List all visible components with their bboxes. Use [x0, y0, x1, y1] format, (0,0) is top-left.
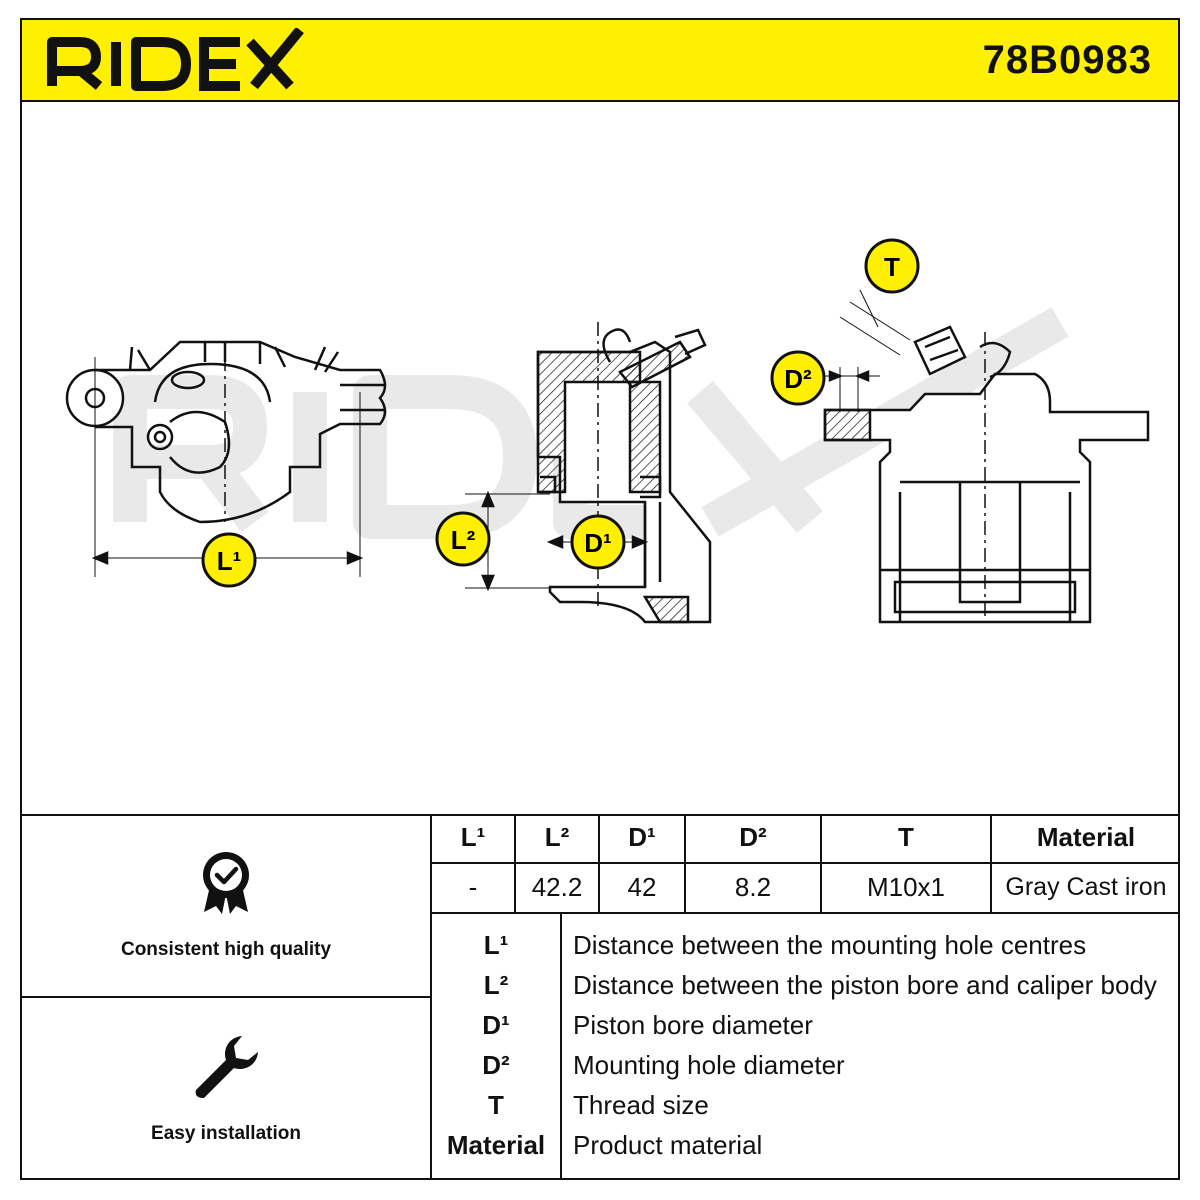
spec-bottom-divider	[430, 912, 1180, 914]
legend-key-t: T	[488, 1090, 504, 1120]
legend-desc-l1: Distance between the mounting hole centr…	[573, 930, 1087, 960]
feature-quality-label: Consistent high quality	[120, 939, 332, 960]
svg-text:D²: D²	[784, 364, 812, 394]
spec-header-d2: D²	[739, 822, 767, 852]
spec-value-l2: 42.2	[531, 872, 583, 902]
spec-header-l1: L¹	[460, 822, 486, 852]
spec-header-d1: D¹	[628, 822, 656, 852]
legend-key-material: Material	[446, 1130, 546, 1160]
legend-desc-t: Thread size	[573, 1090, 709, 1120]
header-bar: 78B0983	[20, 18, 1180, 102]
spec-value-d2: 8.2	[734, 872, 772, 902]
spec-col-divider-2	[598, 814, 600, 914]
spec-col-divider-1	[514, 814, 516, 914]
legend-desc-d2: Mounting hole diameter	[573, 1050, 845, 1080]
spec-col-divider-4	[820, 814, 822, 914]
legend-key-d2: D²	[482, 1050, 510, 1080]
legend-key-l1: L¹	[483, 930, 509, 960]
caliper-section-view	[465, 322, 712, 624]
ridex-logo	[47, 28, 304, 91]
quality-badge-icon	[203, 852, 249, 914]
svg-text:D¹: D¹	[584, 528, 611, 558]
document-frame	[20, 18, 1180, 1180]
spec-col-divider-5	[990, 814, 992, 914]
callout-d1: D¹	[570, 514, 626, 570]
spec-value-d1: 42	[627, 872, 657, 902]
callout-d2: D²	[770, 350, 826, 406]
callout-l2: L²	[435, 511, 491, 567]
caliper-technical-drawing: L¹ L² D¹ D² T	[65, 238, 1150, 624]
feature-installation-label: Easy installation	[151, 1123, 301, 1144]
legend-desc-material: Product material	[573, 1130, 763, 1160]
part-number: 78B0983	[982, 38, 1152, 82]
spec-col-divider-3	[684, 814, 686, 914]
svg-text:L¹: L¹	[217, 546, 242, 576]
spec-value-material: Gray Cast iron	[1005, 873, 1167, 901]
legend-divider	[560, 914, 562, 1180]
spec-header-l2: L²	[544, 822, 570, 852]
svg-text:L²: L²	[451, 525, 476, 555]
features-row-divider	[20, 996, 432, 998]
spec-header-material: Material	[1036, 822, 1136, 852]
legend-desc-l2: Distance between the piston bore and cal…	[573, 970, 1157, 1000]
legend-key-d1: D¹	[482, 1010, 510, 1040]
spec-value-t: M10x1	[866, 872, 946, 902]
svg-text:T: T	[884, 252, 900, 282]
legend-key-l2: L²	[483, 970, 509, 1000]
spec-header-t: T	[898, 822, 914, 852]
legend-desc-d1: Piston bore diameter	[573, 1010, 813, 1040]
spec-header-divider	[430, 862, 1180, 864]
callout-l1: L¹	[201, 532, 257, 588]
caliper-side-view	[820, 289, 1150, 624]
table-top-border	[20, 814, 1180, 816]
callout-t: T	[864, 238, 920, 294]
spec-value-l1: -	[468, 872, 478, 902]
wrench-icon	[195, 1036, 258, 1098]
